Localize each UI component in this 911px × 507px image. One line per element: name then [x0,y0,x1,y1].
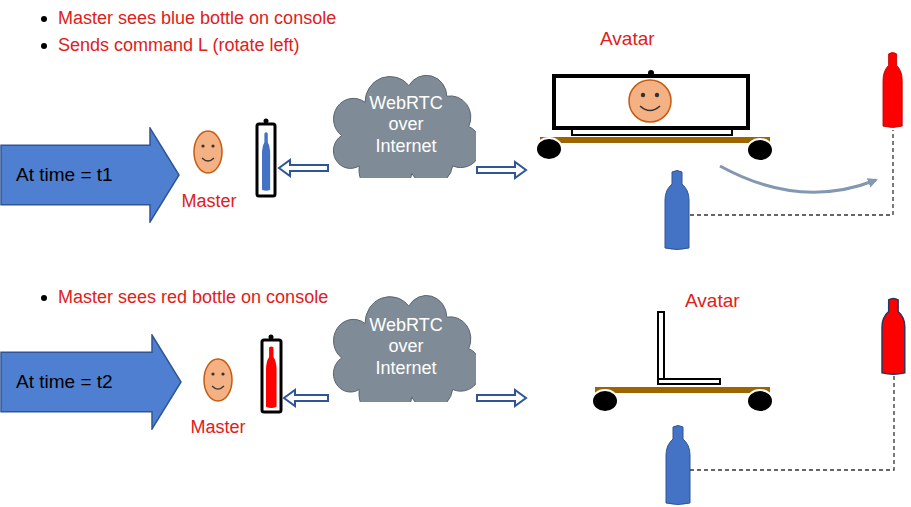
red-bottle [882,298,905,374]
arrow-outline [1,335,181,429]
master-face [204,359,232,401]
time-label: At time = t2 [0,371,113,393]
hollow-arrow [477,162,526,178]
red-bottle [883,52,902,127]
arrow-outline [1,128,179,222]
hollow-arrow [279,160,328,176]
hollow-arrow [284,390,328,406]
node-label: Master [180,191,238,212]
hollow-arrow [477,390,526,406]
console [257,119,275,197]
master-node: Master [180,128,238,212]
avatar-laptop [536,70,773,161]
rotation-arrow [720,166,876,192]
node-label: Avatar [685,290,740,312]
network-cloud: WebRTC over Internet [330,72,476,178]
network-cloud: WebRTC over Internet [330,292,476,402]
time-arrow: At time = t2 [0,334,182,430]
master-face [194,131,222,173]
avatar-node: Avatar [528,28,778,162]
avatar-side [592,312,773,412]
blue-bottle [666,426,690,505]
cloud-text: WebRTC over Internet [362,93,450,158]
time-arrow: At time = t1 [0,127,180,223]
master-node: Master [188,356,248,438]
cloud-outline [333,295,476,402]
dashed-line [690,130,893,215]
node-label: Avatar [600,28,655,50]
console [262,335,281,413]
avatar-node: Avatar [528,290,790,414]
time-label: At time = t1 [0,164,113,186]
bullet-text: Master sees blue bottle on console [58,8,336,29]
dashed-line [690,376,894,470]
node-label: Master [188,417,248,438]
cloud-outline [333,75,476,178]
bullet-text: Sends command L (rotate left) [58,35,299,56]
bullet-text: Master sees red bottle on console [58,287,328,308]
cloud-text: WebRTC over Internet [362,315,450,380]
blue-bottle [665,171,689,250]
